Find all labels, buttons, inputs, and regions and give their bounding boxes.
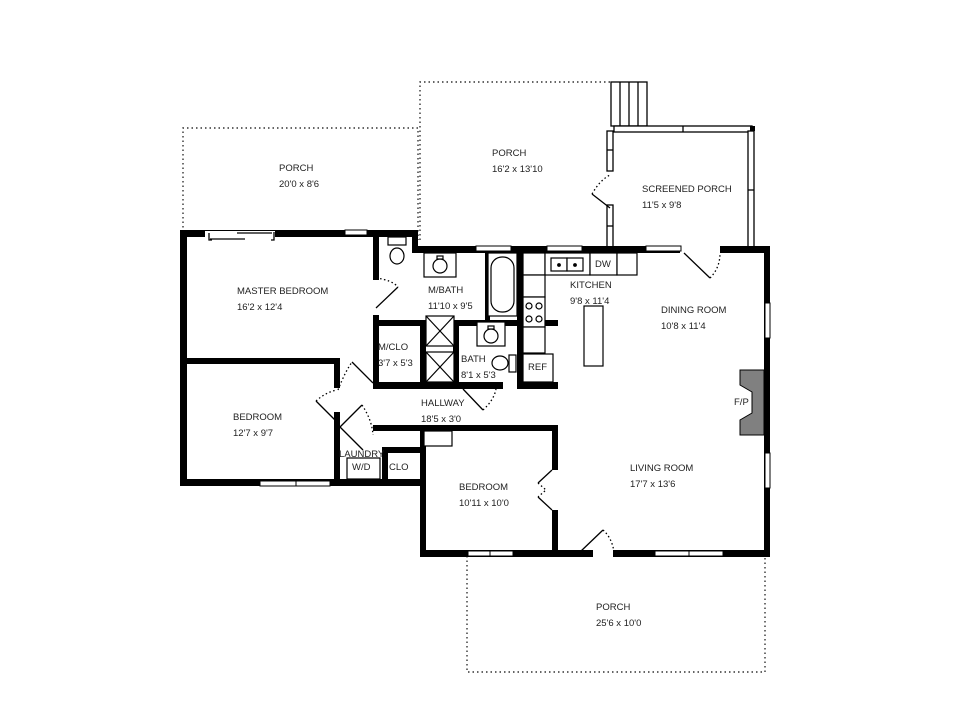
- room-label-master-bath: M/BATH 11'10 x 9'5: [428, 285, 473, 313]
- room-name: HALLWAY: [421, 398, 465, 409]
- windows: [259, 229, 771, 557]
- room-dimensions: 11'10 x 9'5: [428, 301, 473, 312]
- laundry-fixtures: [346, 430, 453, 480]
- room-label-master-closet: M/CLO 3'7 x 5'3: [378, 342, 413, 370]
- room-dimensions: 3'7 x 5'3: [378, 358, 413, 369]
- room-dimensions: 20'0 x 8'6: [279, 179, 320, 190]
- room-label-bath: BATH 8'1 x 5'3: [461, 354, 496, 382]
- room-name: PORCH: [492, 148, 527, 159]
- room-name: PORCH: [279, 163, 314, 174]
- room-label-hallway: HALLWAY 18'5 x 3'0: [421, 398, 465, 426]
- door-swings: [315, 174, 721, 553]
- fireplace: [739, 369, 765, 436]
- room-label-porch-north: PORCH 16'2 x 13'10: [492, 148, 543, 176]
- room-name: SCREENED PORCH: [642, 184, 732, 195]
- room-name: KITCHEN: [570, 280, 612, 291]
- room-dimensions: 10'8 x 11'4: [661, 321, 706, 332]
- refrigerator-label: REF: [528, 362, 547, 373]
- closet-label: CLO: [389, 462, 409, 473]
- room-dimensions: 8'1 x 5'3: [461, 370, 496, 381]
- room-label-porch-west: PORCH 20'0 x 8'6: [279, 163, 319, 191]
- room-dimensions: 17'7 x 13'6: [630, 479, 676, 490]
- room-dimensions: 16'2 x 12'4: [237, 302, 283, 313]
- room-label-screened-porch: SCREENED PORCH 11'5 x 9'8: [642, 184, 732, 212]
- room-name: BATH: [461, 354, 486, 365]
- room-dimensions: 12'7 x 9'7: [233, 428, 274, 439]
- room-name: PORCH: [596, 602, 631, 613]
- room-label-bedroom-south: BEDROOM 10'11 x 10'0: [459, 482, 509, 510]
- room-dimensions: 11'5 x 9'8: [642, 200, 682, 211]
- room-name: M/CLO: [378, 342, 409, 353]
- room-name: MASTER BEDROOM: [237, 286, 329, 297]
- room-dimensions: 25'6 x 10'0: [596, 618, 642, 629]
- room-dimensions: 16'2 x 13'10: [492, 164, 543, 175]
- room-dimensions: 18'5 x 3'0: [421, 414, 462, 425]
- dishwasher-label: DW: [595, 259, 611, 270]
- room-name: BEDROOM: [459, 482, 509, 493]
- laundry-label: LAUNDRY: [339, 449, 385, 460]
- room-label-dining-room: DINING ROOM 10'8 x 11'4: [661, 305, 726, 333]
- room-dimensions: 9'8 x 11'4: [570, 296, 610, 307]
- room-name: DINING ROOM: [661, 305, 727, 316]
- room-label-kitchen: KITCHEN 9'8 x 11'4: [570, 280, 612, 308]
- washer-dryer-label: W/D: [352, 462, 371, 473]
- fireplace-label: F/P: [734, 397, 749, 408]
- room-label-porch-south: PORCH 25'6 x 10'0: [596, 602, 641, 630]
- room-name: M/BATH: [428, 285, 464, 296]
- room-dimensions: 10'11 x 10'0: [459, 498, 509, 509]
- bath-fixtures: [387, 236, 518, 383]
- room-name: BEDROOM: [233, 412, 283, 423]
- sliding-door: [205, 231, 275, 241]
- porch-outlines: [182, 81, 766, 673]
- room-name: LIVING ROOM: [630, 463, 694, 474]
- room-label-master-bedroom: MASTER BEDROOM 16'2 x 12'4: [237, 286, 328, 314]
- porch-steps: [610, 81, 648, 127]
- room-label-bedroom-west: BEDROOM 12'7 x 9'7: [233, 412, 282, 440]
- kitchen-fixtures: [522, 252, 638, 383]
- room-label-living-room: LIVING ROOM 17'7 x 13'6: [630, 463, 693, 491]
